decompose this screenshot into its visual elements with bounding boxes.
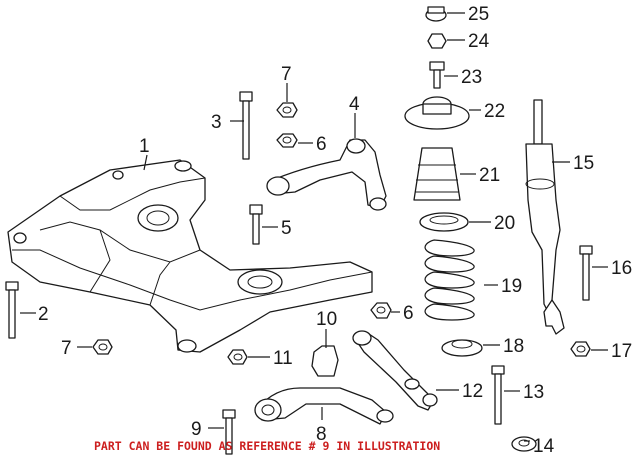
callout-21: 21 <box>479 165 500 186</box>
bolt-3-part <box>239 91 253 160</box>
strut-nut-24-part <box>427 33 447 49</box>
callout-14: 14 <box>533 436 555 457</box>
nut-6-lower-part <box>370 302 392 319</box>
bolt-2-part <box>5 281 19 339</box>
nut-7-upper-part <box>276 102 298 118</box>
bump-stop-21-part <box>413 147 461 201</box>
callout-6-lower: 6 <box>403 303 414 324</box>
callout-7-upper: 7 <box>281 64 292 85</box>
reference-notice: PART CAN BE FOUND AS REFERENCE # 9 IN IL… <box>94 439 440 453</box>
strut-15-part <box>525 99 565 335</box>
callout-18: 18 <box>503 336 524 357</box>
callout-23: 23 <box>461 67 482 88</box>
leader-lines <box>20 12 608 442</box>
tension-strut-part <box>352 330 438 411</box>
bolt-13-part <box>491 365 505 425</box>
callout-24: 24 <box>468 31 490 52</box>
callout-3: 3 <box>211 112 222 133</box>
callout-10: 10 <box>316 309 337 330</box>
callout-8: 8 <box>316 424 327 445</box>
isolator-18-part <box>441 339 483 357</box>
callout-12: 12 <box>462 381 483 402</box>
bracket-10-part <box>311 345 339 377</box>
bolt-5-part <box>249 204 263 245</box>
callout-13: 13 <box>523 382 544 403</box>
subframe-part <box>7 159 373 353</box>
lower-control-arm-part <box>254 387 394 425</box>
callout-6-upper: 6 <box>316 134 327 155</box>
callout-22: 22 <box>484 101 505 122</box>
upper-control-arm-part <box>266 138 387 211</box>
callout-1: 1 <box>139 136 150 157</box>
nut-11-part <box>227 349 248 365</box>
nut-7-lower-part <box>92 339 113 355</box>
strut-mount-22-part <box>404 96 470 130</box>
coil-spring-19-part <box>424 239 475 321</box>
callout-2: 2 <box>38 304 49 325</box>
bolt-16-part <box>579 245 593 301</box>
spring-seat-20-part <box>419 212 469 232</box>
callout-11: 11 <box>273 348 293 369</box>
bolt-9-part <box>222 409 236 455</box>
callout-7-lower: 7 <box>61 338 72 359</box>
nut-6-upper-part <box>276 133 298 148</box>
callout-17: 17 <box>611 341 632 362</box>
callout-20: 20 <box>494 213 515 234</box>
callout-25: 25 <box>468 4 489 25</box>
callout-4: 4 <box>349 94 360 115</box>
callout-16: 16 <box>611 258 632 279</box>
strut-cap-25-part <box>425 6 447 22</box>
strut-stud-23-part <box>429 61 445 89</box>
callout-9: 9 <box>191 419 202 440</box>
callout-19: 19 <box>501 276 522 297</box>
callout-5: 5 <box>281 218 292 239</box>
callout-15: 15 <box>573 153 594 174</box>
nut-17-part <box>570 341 591 357</box>
